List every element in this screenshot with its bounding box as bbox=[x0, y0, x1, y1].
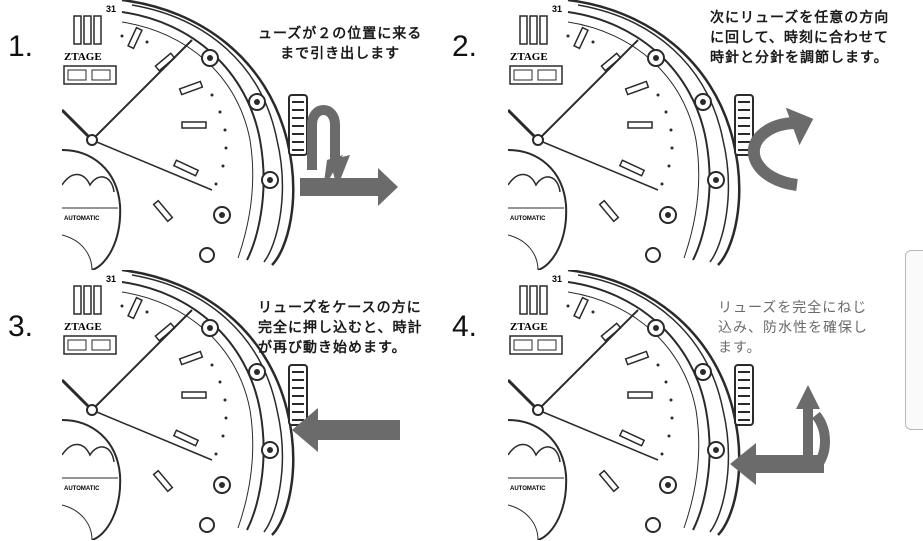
step-number: 4. bbox=[452, 310, 478, 343]
date-label: 31 bbox=[552, 4, 562, 14]
step-number: 2. bbox=[452, 30, 478, 63]
step-caption: リューズを完全にねじ 込み、防水性を確保し ます。 bbox=[718, 300, 868, 356]
step-number: 3. bbox=[8, 310, 34, 343]
dial-text: AUTOMATIC bbox=[510, 486, 546, 492]
push-arrow-icon bbox=[730, 385, 830, 485]
push-arrow-icon bbox=[292, 408, 400, 452]
rotation-arrow-icon bbox=[300, 105, 398, 206]
step-2: 2. 31 ZTAGE AUTOMATIC 次にリューズを任意の方向 に回して、… bbox=[452, 0, 912, 270]
step-4: 4. 31 ZTAGE AUTOMATIC リューズを完全にねじ 込み、防水性を… bbox=[452, 270, 912, 540]
date-label: 31 bbox=[552, 274, 562, 284]
brand-label: ZTAGE bbox=[510, 51, 548, 63]
step-1: 1. 31 ZTAGE AUTOMATIC ューズが２の位置に来る まで引き出し… bbox=[0, 0, 460, 270]
dial-text: AUTOMATIC bbox=[64, 216, 100, 222]
step-caption: 次にリューズを任意の方向 に回して、時刻に合わせて 時針と分針を調節します。 bbox=[710, 10, 890, 66]
date-label: 31 bbox=[106, 4, 116, 14]
watch-illustration: 31 ZTAGE AUTOMATIC bbox=[62, 0, 309, 270]
brand-label: ZTAGE bbox=[510, 321, 548, 333]
brand-label: ZTAGE bbox=[64, 321, 102, 333]
step-caption: リューズをケースの方に 完全に押し込むと、時計 が再び動き始めます。 bbox=[258, 300, 423, 356]
watch-illustration: 31 ZTAGE AUTOMATIC bbox=[508, 0, 755, 270]
side-tab[interactable] bbox=[905, 250, 923, 430]
step-caption: ューズが２の位置に来る まで引き出します bbox=[258, 26, 423, 62]
date-label: 31 bbox=[106, 274, 116, 284]
watch-illustration: 31 ZTAGE AUTOMATIC bbox=[62, 270, 309, 540]
dial-text: AUTOMATIC bbox=[64, 486, 100, 492]
brand-label: ZTAGE bbox=[64, 51, 102, 63]
step-3: 3. 31 ZTAGE AUTOMATIC リューズをケースの方に 完全に押し込… bbox=[0, 270, 460, 540]
watch-illustration: 31 ZTAGE AUTOMATIC bbox=[508, 270, 755, 540]
step-number: 1. bbox=[8, 30, 34, 63]
dial-text: AUTOMATIC bbox=[510, 216, 546, 222]
rotation-arrow-icon bbox=[748, 107, 814, 191]
